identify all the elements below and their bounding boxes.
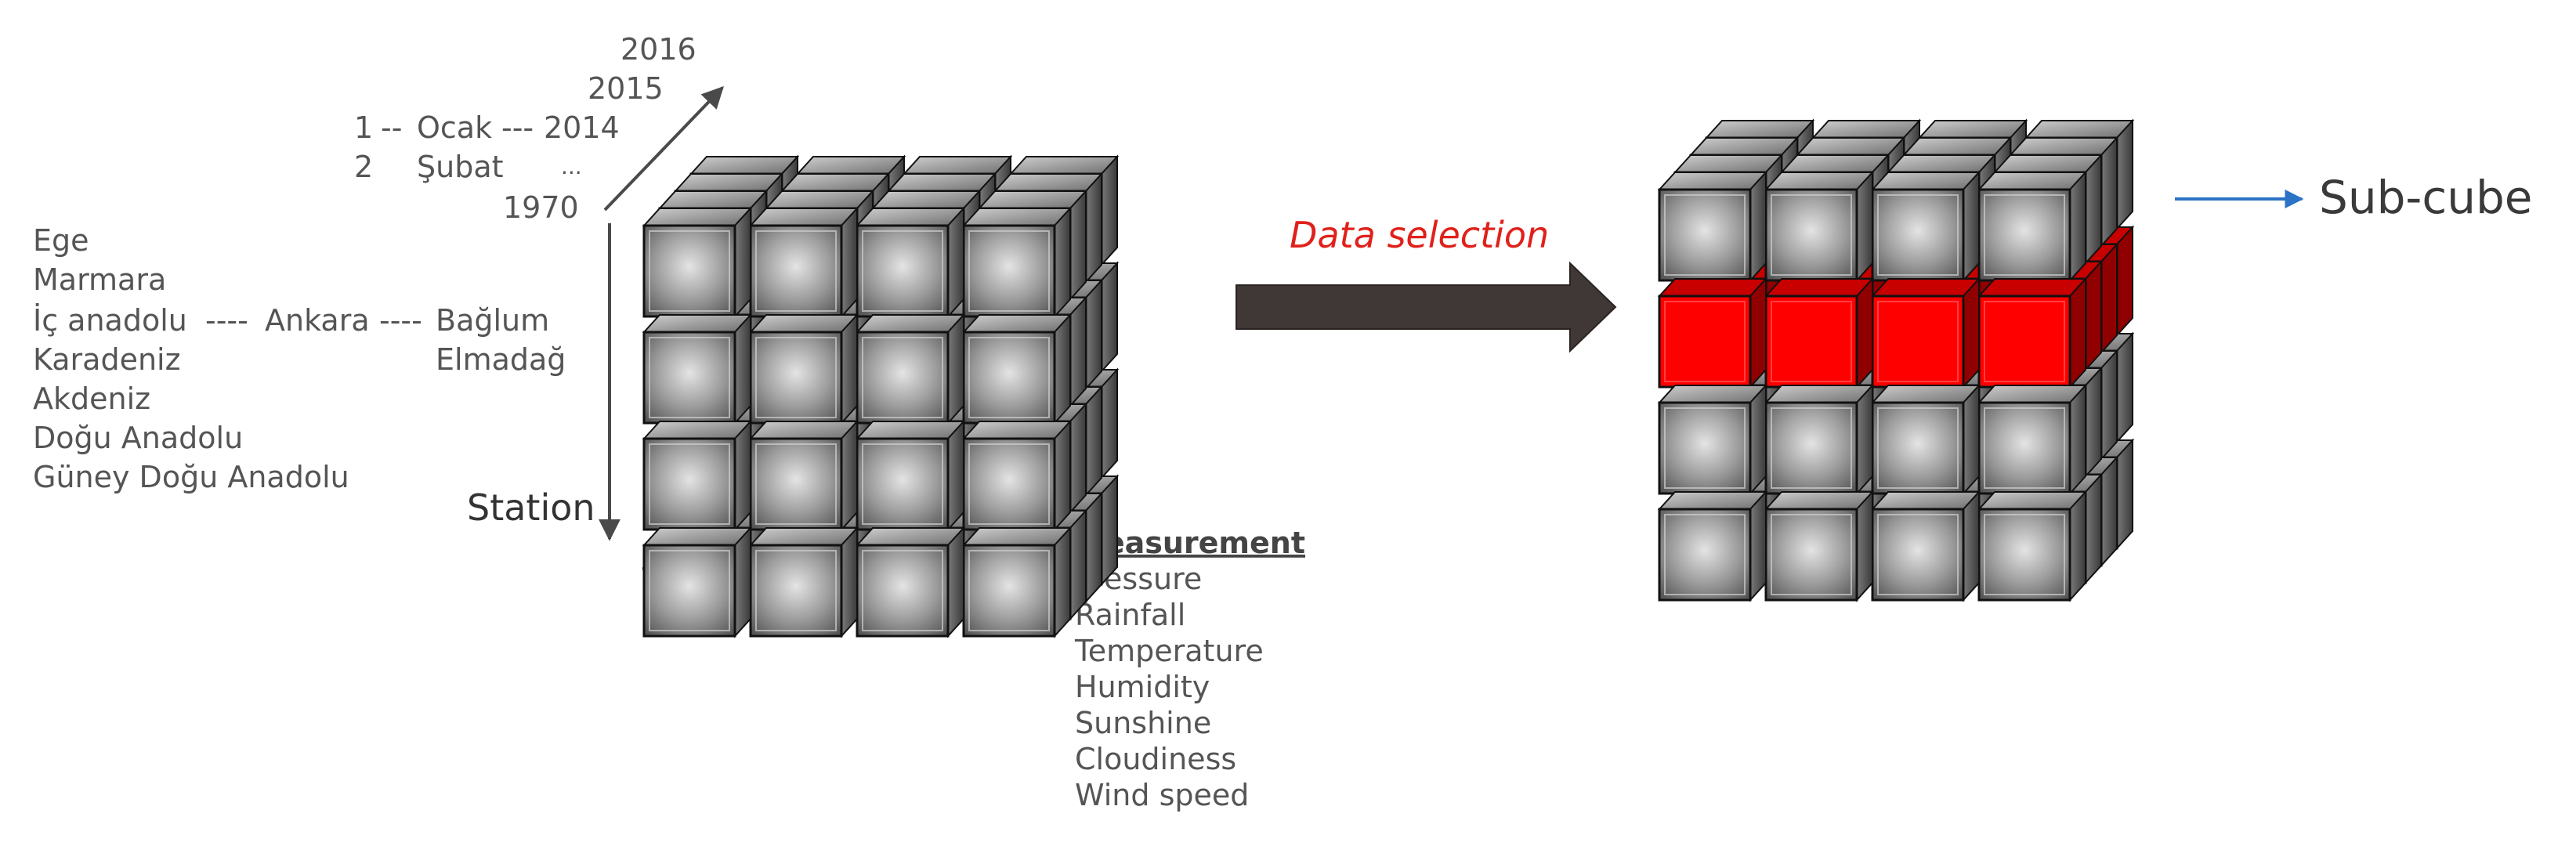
cube-cell [748, 526, 859, 638]
year-label: ... [561, 154, 582, 179]
cube-cell [748, 206, 859, 319]
cube-cell [1870, 490, 1981, 602]
measurement-item: Sunshine [1075, 706, 1211, 740]
cube-cell [1870, 383, 1981, 496]
operation-label: Data selection [1290, 214, 1549, 256]
month-year-link: --- [501, 110, 534, 145]
province-label: Ankara [265, 303, 370, 338]
sub-cube-label: Sub-cube [2319, 171, 2532, 224]
year-label: 2014 [544, 110, 620, 145]
province-district-link: ---- [379, 303, 422, 338]
district-label: Elmadağ [436, 342, 566, 377]
region-label: Akdeniz [33, 381, 150, 416]
cube-cell [642, 206, 753, 319]
cube-cell [1657, 170, 1768, 283]
cube-cell [1870, 170, 1981, 283]
cube-cell [748, 313, 859, 425]
cube-cell [961, 313, 1073, 425]
selected-cell [1977, 277, 2088, 389]
cube-cell [961, 526, 1073, 638]
cube-cell [748, 419, 859, 532]
region-label: Karadeniz [33, 342, 181, 377]
time-dimension: 2016 2015 2014 ... 1970 1 -- Ocak --- 2 … [354, 32, 696, 225]
sub-cube [1657, 118, 2135, 602]
region-province-link: ---- [205, 303, 248, 338]
cube-cell [855, 419, 966, 532]
measurement-item: Wind speed [1075, 778, 1249, 812]
operation-arrow [1236, 261, 1617, 353]
month-index: 1 [354, 110, 373, 145]
cube-cell [855, 206, 966, 319]
cube-cell [642, 526, 753, 638]
region-label: İç anadolu [33, 303, 187, 338]
month-index: 2 [354, 150, 373, 184]
month-connector: -- [381, 110, 402, 145]
measurement-item: Cloudiness [1075, 742, 1236, 776]
selected-cell [1764, 277, 1875, 389]
station-axis-title: Station [467, 486, 595, 529]
cube-cell [1977, 490, 2088, 602]
measurement-item: Humidity [1075, 670, 1210, 704]
month-name: Şubat [417, 150, 504, 184]
cube-cell [642, 313, 753, 425]
cube-cell [855, 526, 966, 638]
cube-cell [961, 206, 1073, 319]
measurement-item: Rainfall [1075, 598, 1185, 632]
cube-cell [1764, 490, 1875, 602]
cube-cell [1764, 383, 1875, 496]
region-label: Marmara [33, 262, 166, 297]
time-axis-arrow [603, 85, 724, 212]
district-label: Bağlum [436, 303, 549, 338]
month-name: Ocak [417, 110, 492, 145]
year-label: 2016 [620, 32, 696, 67]
cube-cell [1977, 383, 2088, 496]
station-dimension: Ege Marmara İç anadolu ---- Ankara ---- … [33, 223, 595, 529]
data-cube [642, 154, 1120, 638]
year-label: 1970 [503, 190, 579, 225]
measurement-dimension: Measurement Pressure Rainfall Temperatur… [1074, 526, 1305, 812]
selected-cell [1657, 277, 1768, 389]
region-label: Güney Doğu Anadolu [33, 460, 349, 494]
region-label: Doğu Anadolu [33, 421, 243, 455]
cube-cell [1657, 490, 1768, 602]
cube-cell [1657, 383, 1768, 496]
cube-cell [1977, 170, 2088, 283]
measurement-item: Temperature [1074, 634, 1264, 668]
region-label: Ege [33, 223, 89, 258]
cube-cell [961, 419, 1073, 532]
cube-cell [1764, 170, 1875, 283]
selected-cell [1870, 277, 1981, 389]
year-label: 2015 [588, 71, 664, 106]
cube-cell [642, 419, 753, 532]
cube-cell [855, 313, 966, 425]
